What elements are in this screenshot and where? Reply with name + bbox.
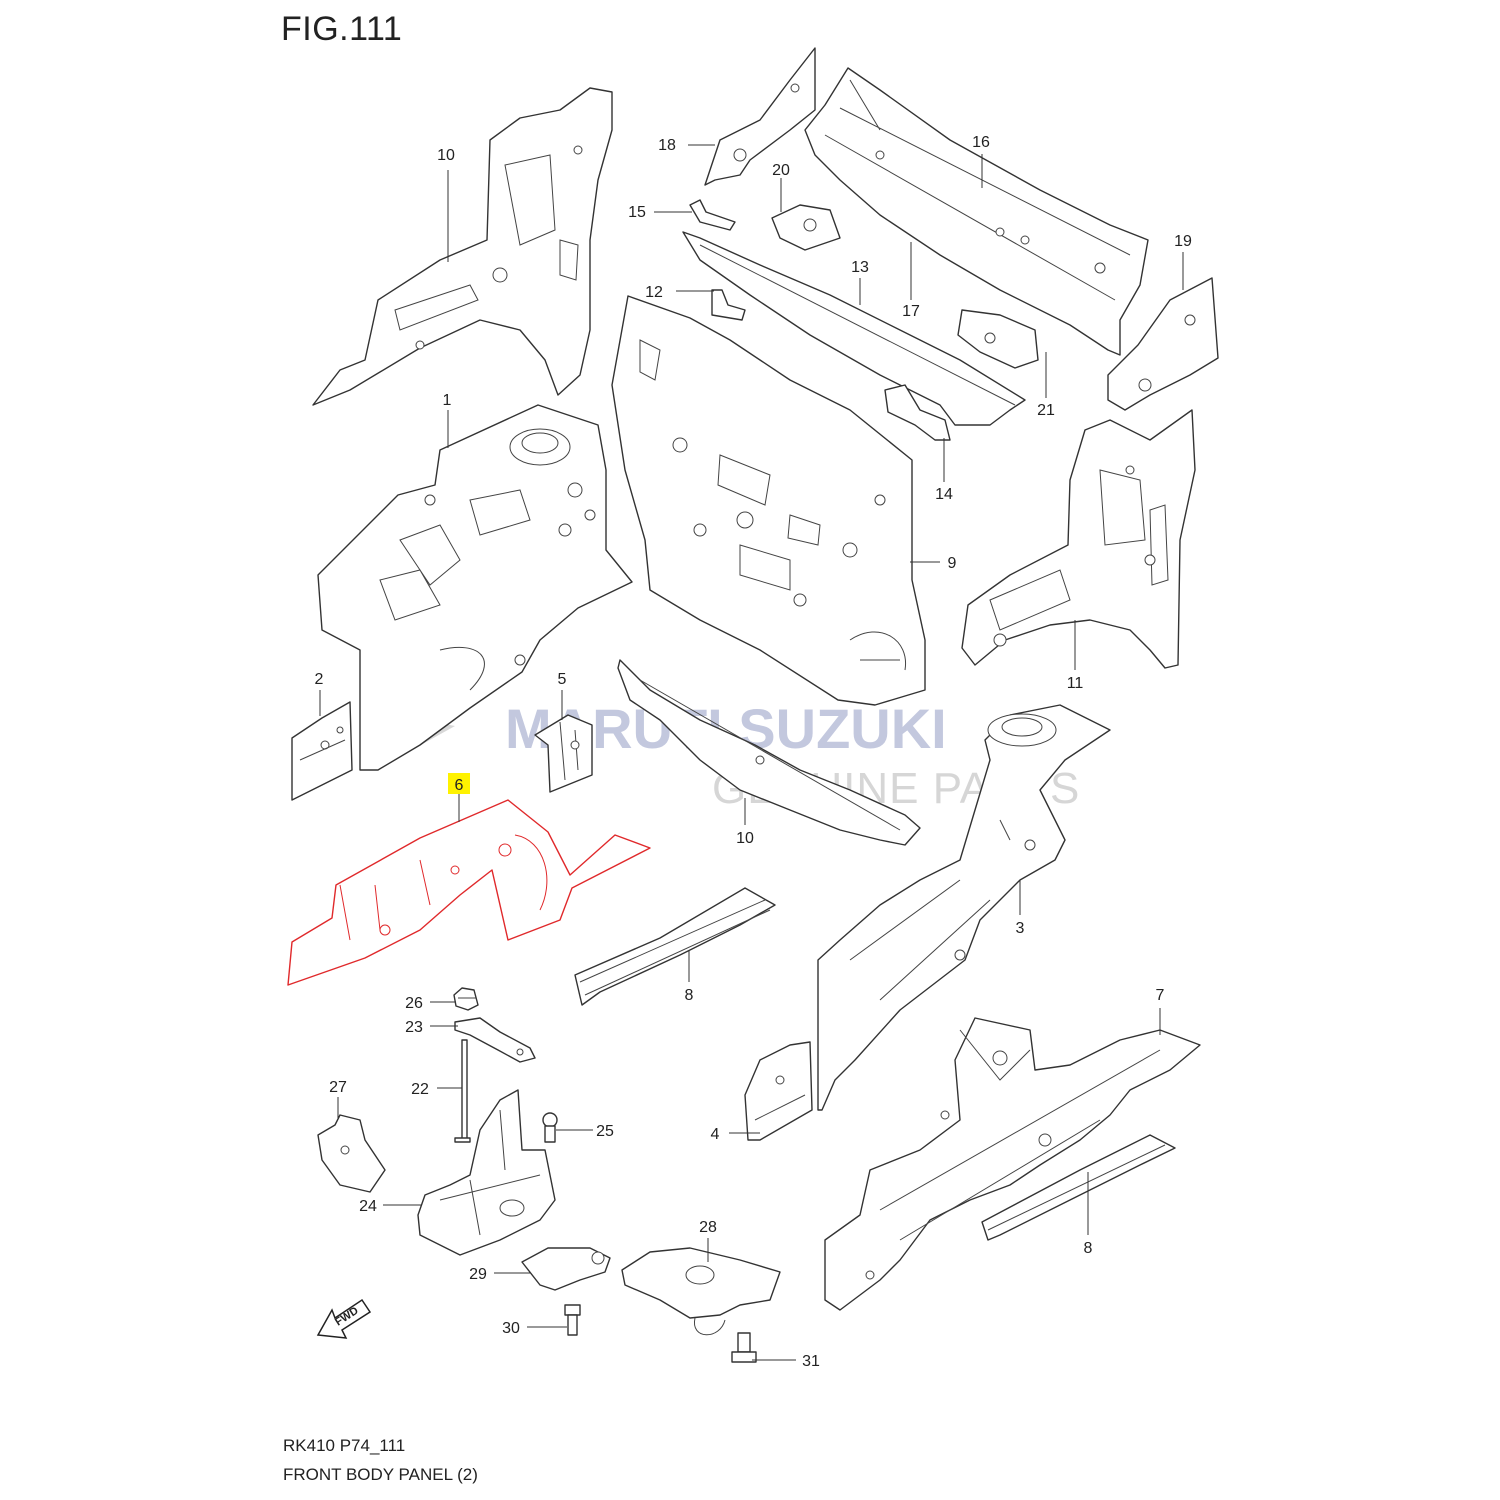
callout-31[interactable]: 30	[502, 1320, 520, 1337]
callout-32[interactable]: 31	[802, 1353, 820, 1370]
part-32-shape[interactable]	[731, 1332, 757, 1363]
part-27-shape[interactable]	[453, 987, 479, 1011]
part-21-shape[interactable]	[771, 204, 841, 251]
part-29-shape[interactable]	[621, 1247, 781, 1336]
callout-9[interactable]: 9	[948, 555, 957, 572]
callout-28[interactable]: 27	[329, 1079, 347, 1096]
part-9-shape[interactable]	[611, 295, 926, 706]
part-5-shape[interactable]	[534, 714, 593, 793]
fwd-arrow-icon: FWD	[316, 1298, 372, 1339]
part-1-shape[interactable]	[317, 404, 633, 771]
callout-11[interactable]: 10	[437, 147, 455, 164]
part-26-shape[interactable]	[542, 1112, 558, 1143]
leader-lines	[319, 144, 1184, 1361]
callout-16[interactable]: 15	[628, 204, 646, 221]
figure-title: FIG.111	[281, 10, 403, 48]
callout-7[interactable]: 7	[1156, 987, 1165, 1004]
callout-21[interactable]: 20	[772, 162, 790, 179]
callout-18[interactable]: 17	[902, 303, 920, 320]
part-17-shape[interactable]	[804, 67, 1149, 356]
part-18-shape[interactable]	[957, 309, 1039, 369]
part-25-shape[interactable]	[417, 1089, 556, 1256]
callout-13[interactable]: 12	[645, 284, 663, 301]
callout-1[interactable]: 1	[443, 392, 452, 409]
callout-23[interactable]: 22	[411, 1081, 429, 1098]
part-4-shape[interactable]	[744, 1041, 813, 1141]
part-28-shape[interactable]	[317, 1114, 386, 1193]
callout-8-lower[interactable]: 8	[1084, 1240, 1093, 1257]
diagram-code: RK410 P74_111	[283, 1436, 406, 1455]
part-3-shape[interactable]	[817, 704, 1111, 1111]
part-12-shape[interactable]	[961, 409, 1196, 669]
callout-5[interactable]: 5	[558, 671, 567, 688]
callout-27[interactable]: 26	[405, 995, 423, 1012]
highlight-box	[448, 773, 470, 794]
callout-25[interactable]: 24	[359, 1198, 377, 1215]
part-19-shape[interactable]	[704, 47, 816, 186]
callout-19[interactable]: 18	[658, 137, 676, 154]
diagram-caption: FRONT BODY PANEL (2)	[283, 1465, 478, 1484]
part-8b-shape[interactable]	[981, 1134, 1176, 1241]
callout-12[interactable]: 11	[1067, 675, 1084, 692]
callout-20[interactable]: 19	[1174, 233, 1192, 250]
callout-6[interactable]: 6	[455, 777, 464, 794]
callout-26[interactable]: 25	[596, 1123, 614, 1140]
callout-15[interactable]: 14	[935, 486, 953, 503]
part-6-shape[interactable]	[287, 799, 651, 986]
callout-8-upper[interactable]: 8	[685, 987, 694, 1004]
part-16-shape[interactable]	[689, 199, 736, 231]
part-7-shape[interactable]	[824, 1017, 1201, 1311]
part-8a-shape[interactable]	[574, 887, 776, 1006]
callout-2[interactable]: 2	[315, 671, 324, 688]
callout-30[interactable]: 29	[469, 1266, 487, 1283]
callout-24[interactable]: 23	[405, 1019, 423, 1036]
part-31-shape[interactable]	[564, 1304, 581, 1336]
part-23-shape[interactable]	[454, 1039, 471, 1143]
callout-29[interactable]: 28	[699, 1219, 717, 1236]
callout-14[interactable]: 13	[851, 259, 869, 276]
part-13-shape[interactable]	[711, 289, 746, 321]
callout-22[interactable]: 21	[1037, 402, 1055, 419]
part-30-shape[interactable]	[521, 1247, 611, 1291]
part-2-shape[interactable]	[291, 701, 353, 801]
part-14-shape[interactable]	[682, 231, 1026, 441]
part-20-shape[interactable]	[1107, 277, 1219, 411]
part-24-shape[interactable]	[454, 1017, 536, 1063]
callout-17[interactable]: 16	[972, 134, 990, 151]
callout-4[interactable]: 4	[711, 1126, 720, 1143]
callout-10[interactable]: 10	[736, 830, 754, 847]
callout-3[interactable]: 3	[1016, 920, 1025, 937]
part-11-shape[interactable]	[312, 87, 613, 406]
callouts: 10 1 2 5 6 18 15 20 16 19 13 12 17 21 14…	[315, 134, 1192, 1370]
part-10-shape[interactable]	[617, 659, 921, 846]
